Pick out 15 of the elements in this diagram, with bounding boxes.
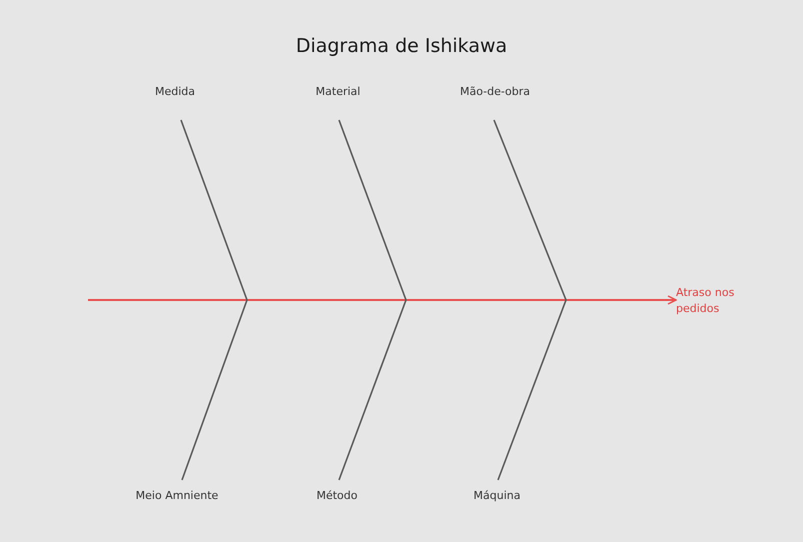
cause-bone-line bbox=[497, 300, 567, 480]
cause-label: Medida bbox=[140, 84, 210, 100]
cause-label: Meio Amniente bbox=[122, 488, 232, 504]
cause-label: Método bbox=[302, 488, 372, 504]
effect-label: Atraso nos pedidos bbox=[676, 285, 756, 317]
diagram-title: Diagrama de Ishikawa bbox=[296, 34, 508, 59]
cause-bone-line bbox=[493, 120, 567, 300]
cause-bone-line bbox=[338, 300, 407, 480]
cause-label: Máquina bbox=[457, 488, 537, 504]
cause-label: Mão-de-obra bbox=[450, 84, 540, 100]
effect-arrow bbox=[88, 295, 677, 305]
cause-label: Material bbox=[303, 84, 373, 100]
cause-bone-line bbox=[180, 120, 248, 300]
cause-bone-line bbox=[181, 300, 248, 480]
cause-bone-line bbox=[338, 120, 407, 300]
